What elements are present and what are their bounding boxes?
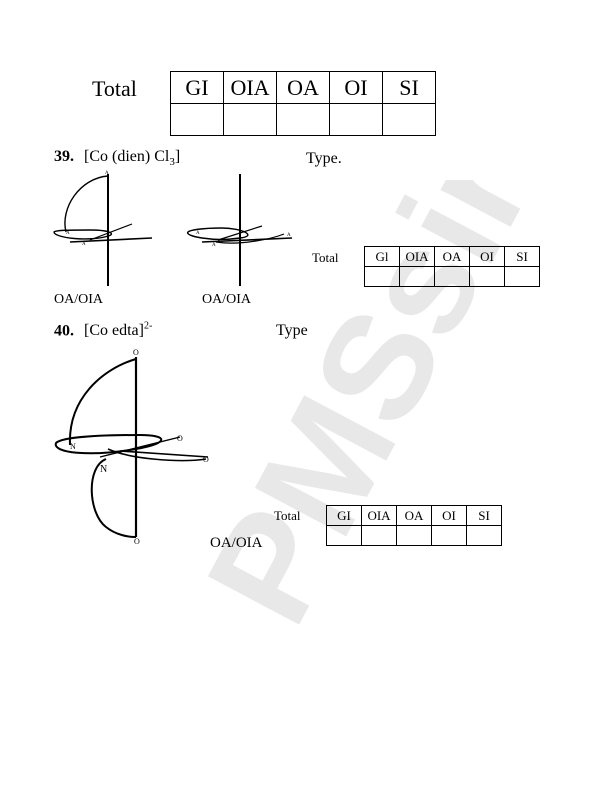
top-cell-3 [329, 103, 383, 136]
q39-col-4: SI [504, 246, 540, 267]
q39-d1-top-letter: A [105, 171, 109, 176]
q40-fig-label: OA/OIA [210, 535, 263, 551]
q39-cell-4 [504, 266, 540, 287]
q39-d2-bottom-letter: A [212, 243, 216, 248]
q40-o-right-upper: O [177, 434, 183, 443]
q39-col-0: Gl [364, 246, 400, 267]
top-cell-1 [223, 103, 277, 136]
q40-cell-1 [361, 525, 397, 546]
q40-formula: [Co edta]2- [84, 321, 153, 340]
q40-diagram: O N O O N O [54, 348, 209, 545]
q39-number: 39. [54, 148, 74, 165]
top-col-1: OIA [223, 71, 277, 104]
q39-cell-0 [364, 266, 400, 287]
q39-diagram-1: A A A [53, 171, 153, 286]
q40-number: 40. [54, 322, 74, 340]
top-cell-0 [170, 103, 224, 136]
q40-col-2: OA [396, 505, 432, 526]
q40-heading: 40. [Co edta]2- [54, 321, 152, 340]
q39-fig-label-2: OA/OIA [202, 292, 251, 307]
q40-type-label: Type [276, 322, 308, 339]
q39-isomer-table: Gl OIA OA OI SI [364, 246, 540, 287]
q39-cell-3 [469, 266, 505, 287]
q40-isomer-table: GI OIA OA OI SI [326, 505, 502, 546]
q39-formula: [Co (dien) Cl3] [84, 148, 181, 169]
top-col-0: GI [170, 71, 224, 104]
q39-d2-right-letter: A [287, 233, 291, 238]
q40-o-bottom: O [134, 537, 140, 545]
q39-cell-2 [434, 266, 470, 287]
q40-n-left: N [70, 442, 76, 451]
top-col-2: OA [276, 71, 330, 104]
q39-d1-bottom-letter: A [82, 242, 86, 247]
q40-n-lower: N [100, 464, 107, 475]
top-cell-4 [382, 103, 436, 136]
q39-total-label: Total [312, 250, 339, 265]
q39-type-label: Type. [306, 150, 342, 167]
q40-total-label: Total [274, 508, 301, 523]
q40-cell-2 [396, 525, 432, 546]
q39-col-1: OIA [399, 246, 435, 267]
top-total-label: Total [92, 76, 137, 101]
q40-col-4: SI [466, 505, 502, 526]
q40-cell-0 [326, 525, 362, 546]
q39-fig-label-1: OA/OIA [54, 292, 103, 307]
q39-d1-left-letter: A [66, 231, 70, 236]
q40-cell-3 [431, 525, 467, 546]
top-col-3: OI [329, 71, 383, 104]
q40-col-3: OI [431, 505, 467, 526]
q39-heading: 39. [Co (dien) Cl3] [54, 148, 180, 168]
top-cell-2 [276, 103, 330, 136]
top-col-4: SI [382, 71, 436, 104]
q40-o-top: O [133, 348, 139, 357]
q39-d2-left-letter: A [196, 231, 200, 236]
q39-diagram-2: A A A [187, 174, 293, 286]
q40-col-1: OIA [361, 505, 397, 526]
q40-cell-4 [466, 525, 502, 546]
q39-cell-1 [399, 266, 435, 287]
q39-col-3: OI [469, 246, 505, 267]
top-isomer-table: GI OIA OA OI SI [170, 71, 436, 136]
q40-o-right-lower: O [203, 455, 209, 464]
q39-col-2: OA [434, 246, 470, 267]
q40-col-0: GI [326, 505, 362, 526]
